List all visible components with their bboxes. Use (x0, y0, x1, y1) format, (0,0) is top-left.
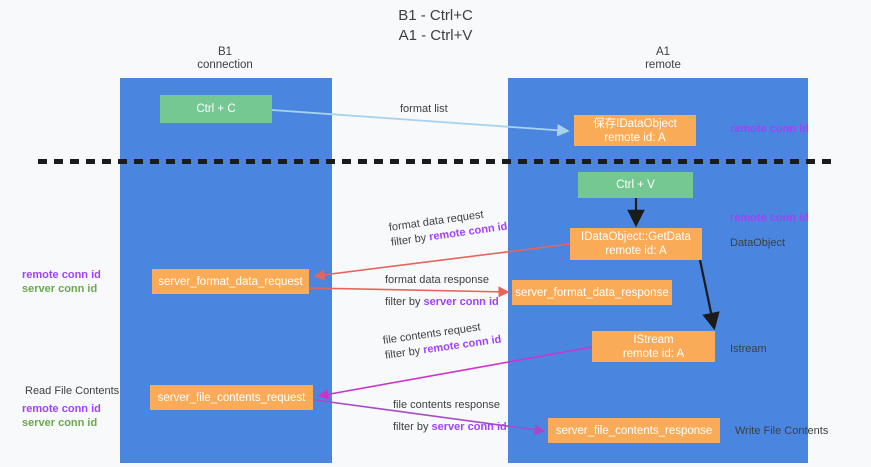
node-ctrl-c[interactable]: Ctrl + C (160, 95, 272, 123)
column-header-b1-name: B1 (217, 46, 233, 58)
annotation-dataobject: DataObject (730, 237, 786, 249)
annotation-format-list: format list (400, 103, 448, 115)
title-line-2: A1 - Ctrl+V (398, 27, 473, 44)
node-idataobject-remote-id: remote id: A (604, 131, 666, 144)
column-header-a1-role: remote (645, 59, 681, 71)
node-getdata-label: IDataObject::GetData (581, 231, 691, 243)
node-istream-remote-id: remote id: A (622, 347, 685, 360)
node-idataobject-label: 保存IDataObject (593, 117, 677, 130)
annotation-filter-by-1: filter by (390, 231, 428, 249)
node-ctrl-c-label: Ctrl + C (196, 103, 236, 115)
node-ctrl-v-label: Ctrl + V (616, 179, 655, 191)
annotation-file-contents-response-title: file contents response (393, 399, 501, 411)
annotation-filter-by-2: filter by (385, 296, 421, 308)
node-istream-label: IStream (633, 333, 674, 346)
annotation-write-file-contents: Write File Contents (735, 425, 829, 437)
annotation-file-contents-request: file contents request filter by remote c… (382, 318, 502, 364)
annotation-file-contents-response: file contents response filter by server … (393, 398, 507, 435)
node-getdata-remote-id: remote id: A (605, 245, 667, 257)
column-header-a1: A1 remote (588, 46, 738, 72)
node-server-file-contents-request[interactable]: server_file_contents_request (150, 385, 313, 410)
node-server-format-data-response[interactable]: server_format_data_response (512, 280, 672, 305)
annotation-istream: Istream (730, 343, 767, 355)
annotation-format-data-response: format data response filter by server co… (385, 273, 499, 310)
annotation-left-ids-format: remote conn id server conn id (22, 268, 101, 296)
annotation-remote-conn-id-left-1: remote conn id (22, 269, 101, 281)
node-server-file-contents-response[interactable]: server_file_contents_response (548, 418, 720, 443)
node-idataobject-getdata[interactable]: IDataObject::GetData remote id: A (570, 228, 702, 260)
annotation-filter-server-conn-id-2: server conn id (431, 421, 507, 433)
node-server-file-contents-response-label: server_file_contents_response (555, 424, 713, 437)
node-server-format-data-request-label: server_format_data_request (158, 275, 303, 288)
column-header-a1-name: A1 (655, 46, 671, 58)
annotation-read-file-contents: Read File Contents (25, 385, 120, 397)
annotation-filter-by-4: filter by (393, 421, 429, 433)
phase-divider (38, 159, 834, 164)
annotation-filter-by-3: filter by (384, 344, 422, 362)
diagram-title: B1 - Ctrl+C A1 - Ctrl+V (0, 6, 871, 46)
node-server-format-data-response-label: server_format_data_response (515, 286, 669, 299)
node-istream[interactable]: IStream remote id: A (592, 331, 715, 362)
node-server-file-contents-request-label: server_file_contents_request (157, 391, 306, 404)
annotation-remote-conn-id-left-2: remote conn id (22, 403, 101, 415)
node-ctrl-v[interactable]: Ctrl + V (578, 172, 693, 198)
annotation-format-data-response-title: format data response (385, 274, 489, 286)
annotation-server-conn-id-left-2: server conn id (22, 417, 98, 429)
node-idataobject[interactable]: 保存IDataObject remote id: A (574, 115, 696, 146)
annotation-left-ids-file: remote conn id server conn id (22, 402, 101, 430)
annotation-remote-conn-id-top: remote conn id (730, 123, 809, 135)
title-line-1: B1 - Ctrl+C (398, 7, 473, 24)
column-header-b1: B1 connection (150, 46, 300, 72)
annotation-format-data-request: format data request filter by remote con… (388, 205, 508, 251)
node-server-format-data-request[interactable]: server_format_data_request (152, 269, 309, 294)
annotation-filter-server-conn-id-1: server conn id (423, 296, 499, 308)
annotation-remote-conn-id-mid: remote conn id (730, 212, 809, 224)
annotation-server-conn-id-left-1: server conn id (22, 283, 98, 295)
column-header-b1-role: connection (197, 59, 253, 71)
